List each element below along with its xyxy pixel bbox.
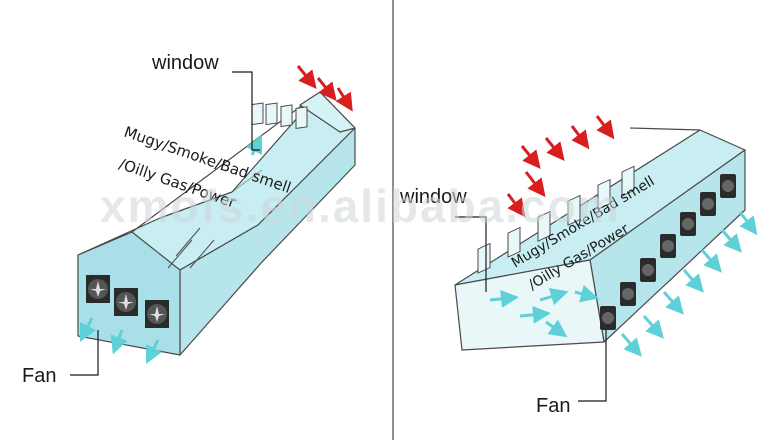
right-sun-arrows (506, 115, 615, 218)
left-fans (86, 275, 169, 328)
right-fan-label: Fan (536, 395, 570, 417)
fan-icon (680, 212, 696, 236)
fan-icon (640, 258, 656, 282)
left-windows (251, 102, 308, 129)
fan-icon (145, 300, 169, 328)
fan-icon (700, 192, 716, 216)
fan-icon (86, 275, 110, 303)
fan-icon (720, 174, 736, 198)
left-window-label: window (151, 52, 219, 74)
fan-icon (660, 234, 676, 258)
fan-icon (620, 282, 636, 306)
fan-icon (114, 288, 138, 316)
right-callouts (455, 216, 607, 402)
left-airflow (79, 134, 263, 365)
right-windows (477, 165, 635, 274)
watermark-text: xmofs.en.alibaba.com (100, 180, 621, 232)
right-window-label: window (399, 186, 467, 208)
fan-icon (600, 306, 616, 330)
left-callouts (70, 71, 260, 376)
left-fan-label: Fan (22, 365, 56, 387)
right-airflow (489, 211, 758, 357)
right-fans (600, 174, 736, 330)
left-sun-arrows (296, 65, 353, 112)
left-interior-lines (167, 227, 215, 269)
